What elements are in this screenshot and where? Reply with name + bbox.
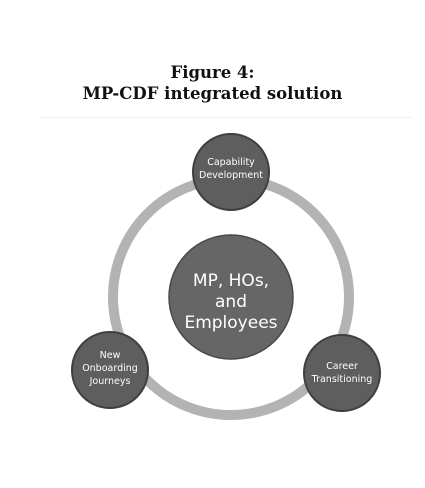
node-career-transitioning: Career Transitioning bbox=[303, 334, 381, 412]
figure-title: Figure 4: MP-CDF integrated solution bbox=[0, 62, 425, 104]
node-onboarding-line-2: Onboarding bbox=[82, 363, 138, 374]
center-node: MP, HOs, and Employees bbox=[168, 234, 294, 360]
node-capability-line-2: Development bbox=[199, 170, 263, 181]
node-onboarding-line-1: New bbox=[100, 350, 121, 361]
node-career-line-1: Career bbox=[326, 361, 358, 372]
node-new-onboarding-journeys: New Onboarding Journeys bbox=[71, 331, 149, 409]
figure-caption: MP-CDF integrated solution bbox=[82, 84, 343, 103]
node-capability-development: Capability Development bbox=[192, 133, 270, 211]
node-onboarding-line-3: Journeys bbox=[89, 376, 131, 387]
node-career-line-2: Transitioning bbox=[311, 374, 373, 385]
center-label-line-3: Employees bbox=[184, 313, 277, 333]
center-label-line-1: MP, HOs, bbox=[193, 271, 269, 291]
center-label-line-2: and bbox=[215, 292, 247, 312]
figure-number: Figure 4: bbox=[170, 63, 255, 82]
node-capability-line-1: Capability bbox=[207, 157, 255, 168]
